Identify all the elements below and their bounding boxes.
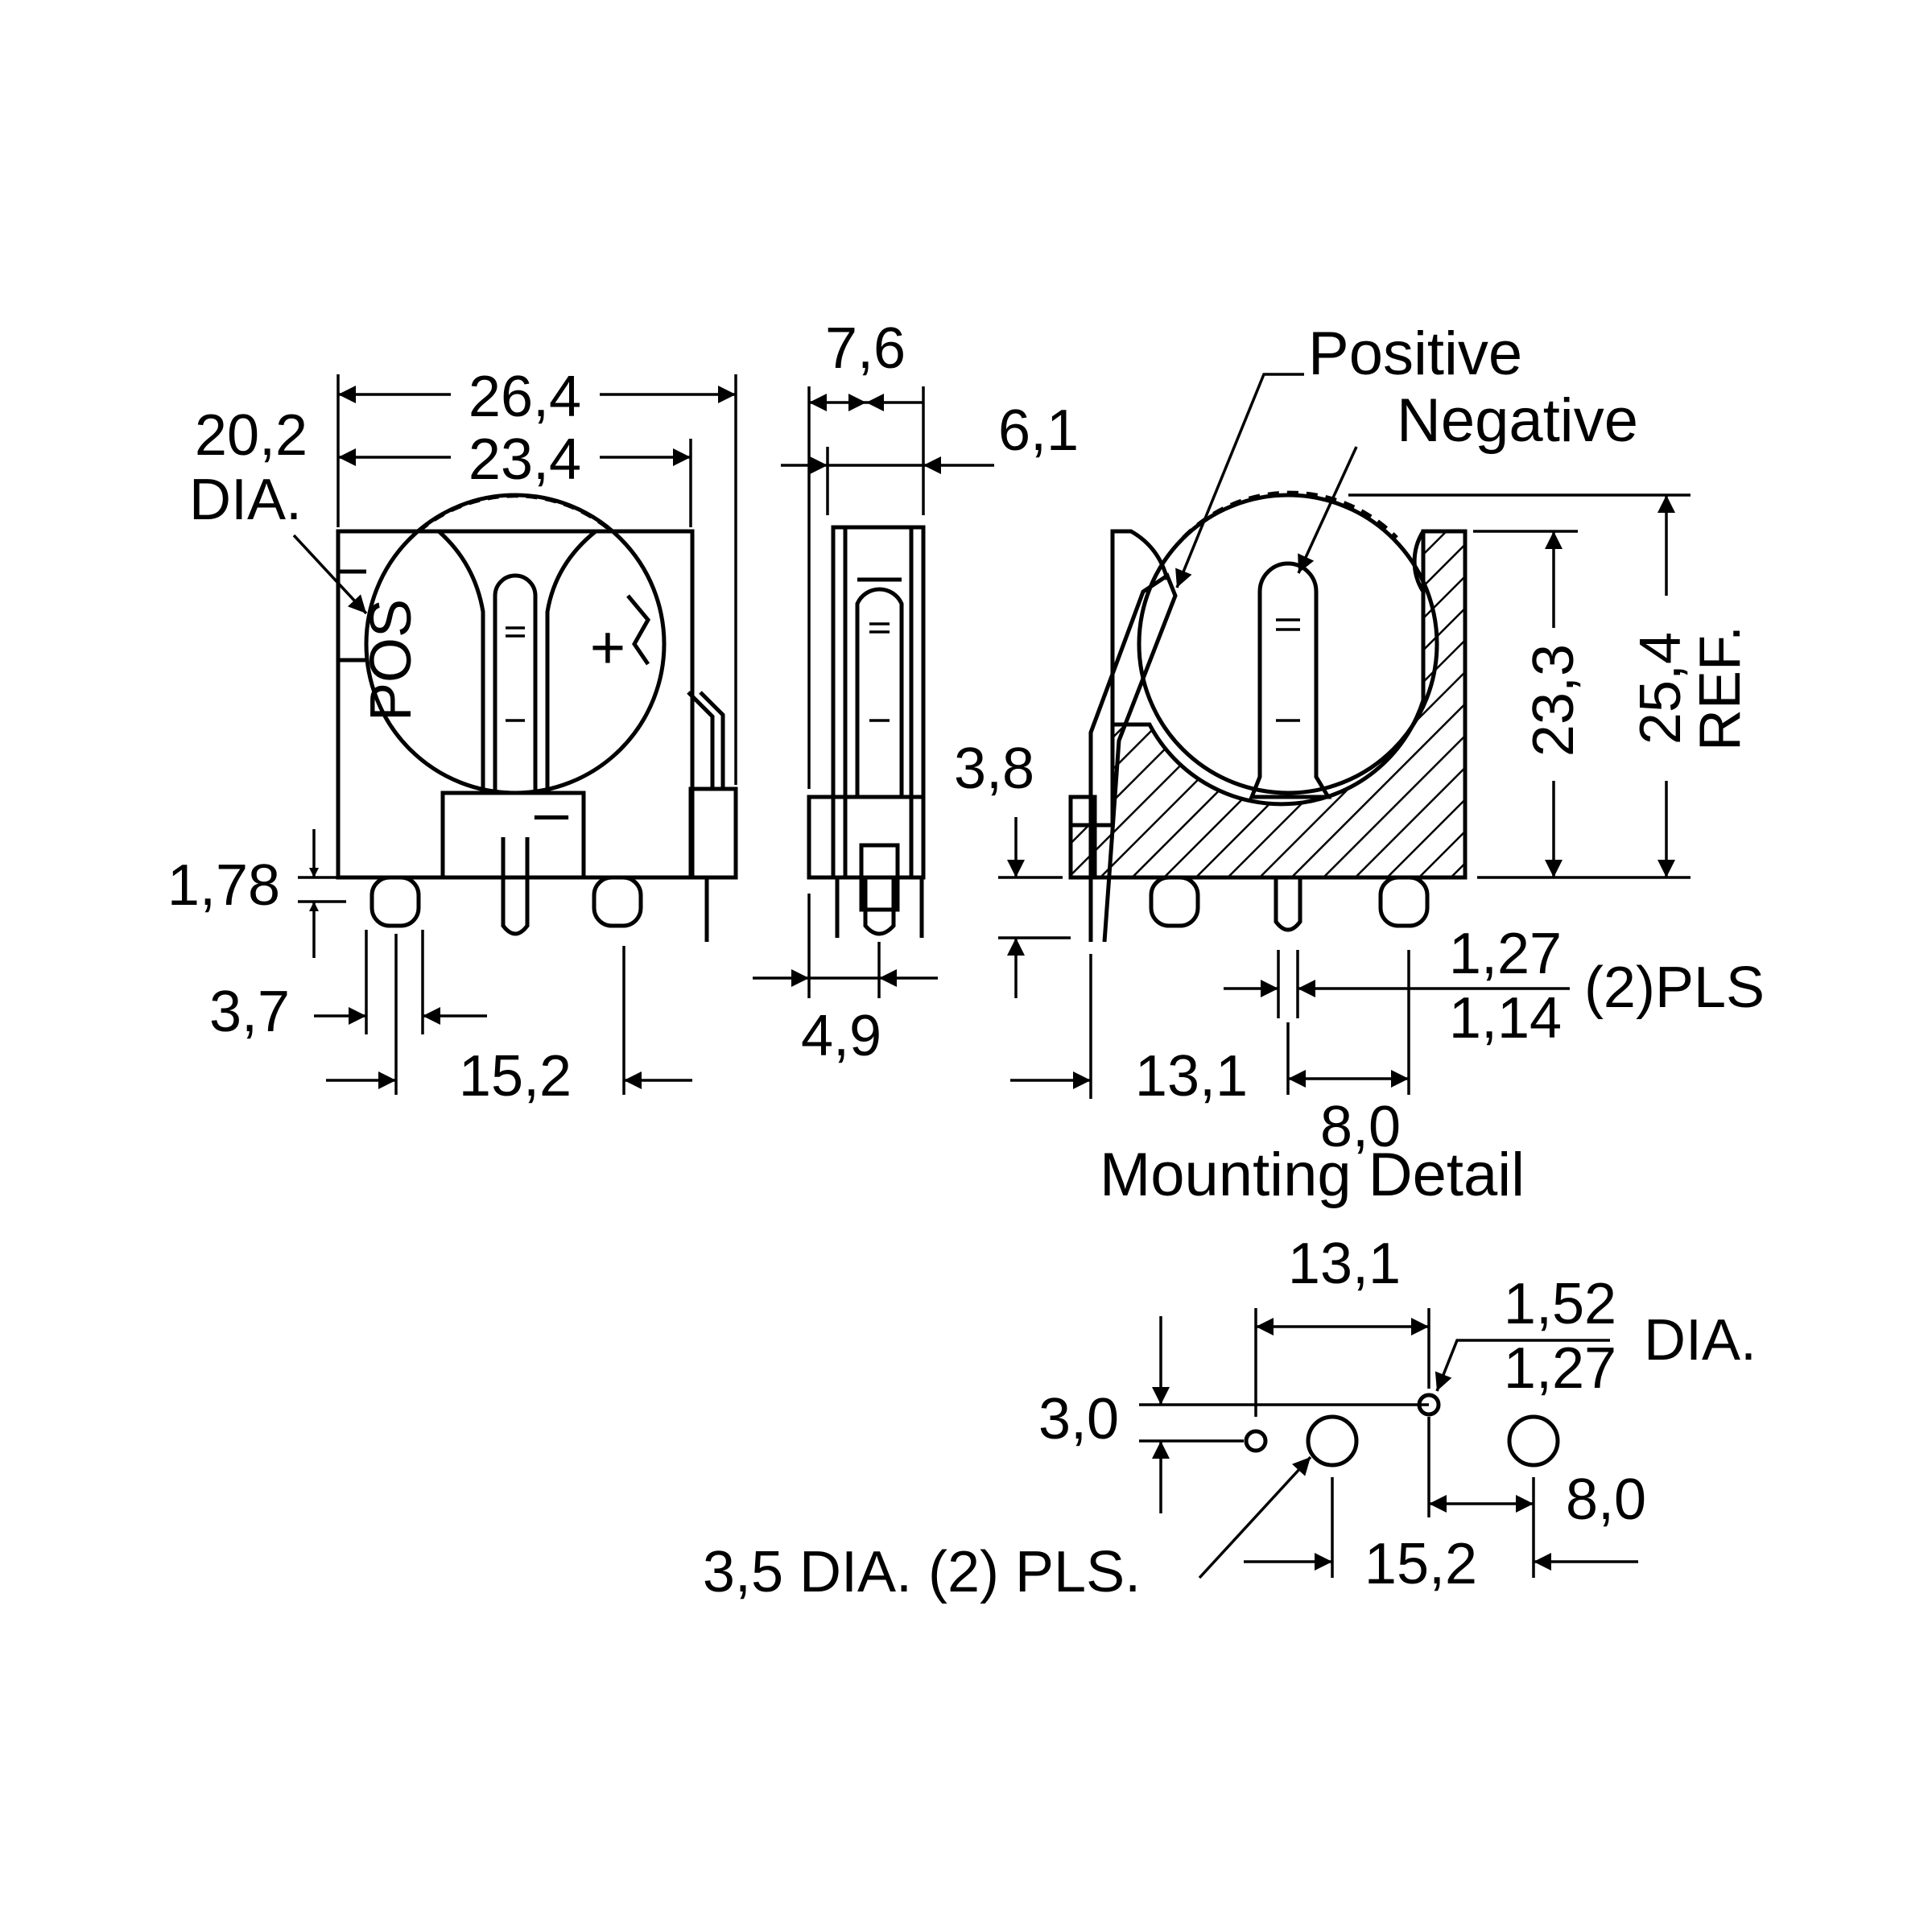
section-front-wall (1110, 529, 1170, 724)
hole-large-right (1507, 1414, 1560, 1468)
contact-spring (493, 573, 538, 793)
negative-contact (437, 530, 597, 795)
dim-mount-vertical: 3,0 (1038, 1387, 1119, 1451)
side-pin (859, 843, 900, 912)
side-view: 7,6 6,1 4,9 (753, 316, 1079, 1068)
dim-hole-unit: DIA. (1644, 1308, 1757, 1373)
front-view: POS + – 26,4 23,4 20,2 DIA. 1,78 3,7 (167, 365, 738, 1108)
dim-mount-pitch: 8,0 (1566, 1468, 1646, 1532)
pin-left (369, 875, 421, 928)
dim-mount-offset: 13,1 (1288, 1232, 1401, 1296)
plus-marking: + (590, 613, 625, 682)
holder-side-tab (688, 786, 738, 880)
mounting-detail-title: Mounting Detail (1100, 1141, 1525, 1209)
dim-pin-upper: 1,27 (1449, 922, 1562, 986)
side-base (807, 795, 926, 880)
dim-overall-width: 26,4 (469, 365, 581, 429)
dim-side-top-width: 7,6 (825, 316, 906, 381)
dim-side-base-width: 4,9 (801, 1004, 881, 1068)
label-negative: Negative (1397, 386, 1638, 455)
section-pin-right (1378, 875, 1430, 928)
pin-right (592, 875, 643, 928)
section-coin-cell (1137, 493, 1439, 795)
dim-inner-width: 23,4 (469, 427, 581, 492)
dim-inner-height: 23,3 (1521, 644, 1586, 757)
dim-side-thickness: 6,1 (998, 398, 1079, 463)
section-pin-left (1149, 875, 1200, 928)
dim-pin-suffix: (2)PLS (1584, 956, 1765, 1020)
dim-pin-width: 3,7 (209, 980, 290, 1044)
dim-ref-height: 25,4 (1629, 632, 1693, 745)
dim-battery-dia: 20,2 (195, 403, 308, 468)
section-positive-spring (1088, 572, 1178, 943)
label-positive: Positive (1308, 320, 1522, 388)
dim-standoff: 3,8 (954, 737, 1034, 801)
pin-center (501, 837, 530, 936)
dim-battery-dia-unit: DIA. (189, 468, 302, 532)
section-body (1068, 529, 1468, 880)
dim-hole-lower: 1,27 (1504, 1336, 1616, 1401)
dim-pin-lower: 1,14 (1449, 986, 1562, 1051)
dim-ref-height-unit: REF. (1688, 625, 1752, 751)
dim-mount-spacing: 15,2 (1364, 1532, 1477, 1596)
minus-marking: – (535, 778, 569, 847)
dim-pin-height: 1,78 (167, 853, 280, 918)
hole-large-left (1306, 1414, 1359, 1468)
dim-large-hole: 3,5 DIA. (2) PLS. (703, 1540, 1141, 1604)
positive-contact (626, 594, 651, 666)
base-block (440, 791, 586, 880)
dim-offset: 13,1 (1135, 1044, 1248, 1108)
section-pin-center (1274, 877, 1302, 932)
pos-marking: POS (359, 599, 423, 721)
side-contact (855, 587, 904, 797)
dim-pitch: 8,0 (1320, 1095, 1401, 1159)
section-view: Positive Negative 23,3 25,4 REF. 3,8 1,2… (954, 320, 1765, 1159)
mounting-detail: Mounting Detail 13,1 1,52 1,27 DIA. 3,0 … (703, 1141, 1757, 1604)
section-negative-contact (1249, 561, 1332, 799)
dim-pin-spacing: 15,2 (459, 1044, 572, 1108)
hole-small-left (1244, 1429, 1268, 1453)
dim-hole-upper: 1,52 (1504, 1272, 1616, 1336)
